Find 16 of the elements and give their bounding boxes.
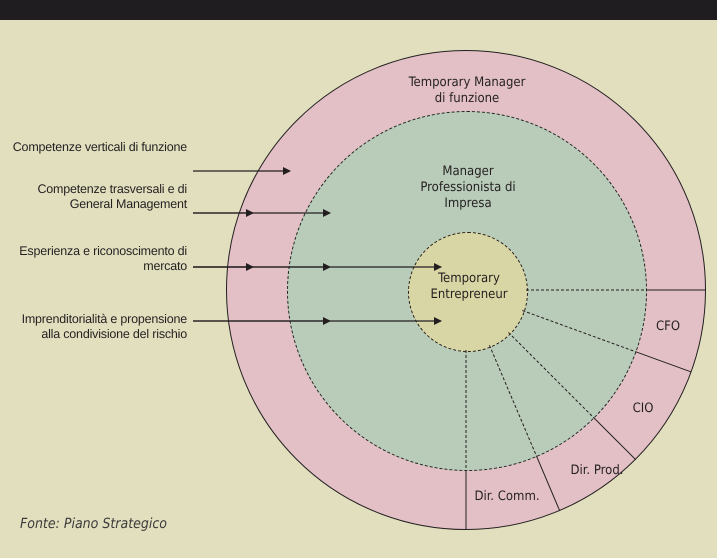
circle-label: Temporary Entrepreneur — [429, 271, 509, 303]
arrow — [193, 317, 442, 325]
competence-label: Competenze trasversali e di General Management — [36, 182, 187, 212]
segment-label: CIO — [632, 401, 654, 417]
arrow — [193, 209, 331, 217]
competence-label: Imprenditorialità e propensione alla condivisione del rischio — [20, 312, 187, 342]
segment-label: CFO — [654, 319, 682, 335]
arrow — [193, 263, 442, 271]
circle-label: Temporary Manager di funzione — [408, 75, 526, 107]
competence-label: Competenze verticali di funzione — [12, 140, 187, 155]
competence-label: Esperienza e riconoscimento di mercato — [18, 244, 187, 274]
arrow — [193, 167, 291, 175]
source-note: Fonte: Piano Strategico — [20, 516, 168, 532]
circle-label: Manager Professionista di Impresa — [419, 164, 517, 212]
segment-label: Dir. Comm. — [473, 489, 541, 505]
segment-label: Dir. Prod. — [570, 463, 624, 479]
